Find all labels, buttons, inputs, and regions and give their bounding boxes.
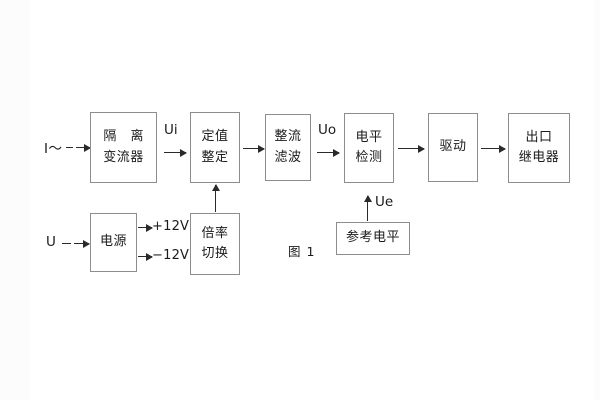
arrow-ratio-switch-to-setting: [211, 184, 220, 212]
block-level-detection: 电平 检测: [344, 113, 394, 183]
signal-ue-label: Ue: [375, 194, 394, 210]
block-rectify-filter-line1: 整流: [274, 129, 302, 145]
block-rectify-filter-line2: 滤波: [274, 149, 302, 165]
block-setting-value-line2: 整定: [201, 149, 229, 165]
block-drive: 驱动: [428, 113, 478, 182]
block-output-relay-line2: 继电器: [518, 150, 560, 165]
block-output-relay-line1: 出口: [525, 129, 553, 145]
block-drive-line1: 驱动: [439, 139, 467, 155]
block-ratio-switch: 倍率 切换: [190, 213, 240, 275]
arrow-drive-to-relay: [481, 144, 506, 153]
arrow-current-to-isolation: [76, 143, 91, 152]
signal-ui-label: Ui: [164, 122, 178, 138]
voltage-input-terminal-label: U: [46, 234, 57, 250]
signal-uo-label: Uo: [318, 122, 337, 138]
voltage-input-lead: [62, 243, 71, 244]
block-ratio-switch-line1: 倍率: [201, 225, 229, 241]
block-reference-level-line1: 参考电平: [345, 230, 400, 246]
rail-negative-label: −12V: [152, 248, 190, 263]
block-setting-value: 定值 整定: [190, 112, 240, 183]
arrow-voltage-to-power: [74, 239, 90, 248]
block-power-supply-line1: 电源: [99, 234, 127, 250]
block-isolation-transformer: 隔 离 变流器: [90, 112, 157, 183]
rail-positive-label: +12V: [152, 219, 190, 234]
block-rectify-filter: 整流 滤波: [265, 114, 311, 181]
block-power-supply: 电源: [90, 213, 137, 272]
figure-caption: 图 1: [288, 244, 316, 259]
page-edge-left: [0, 0, 30, 400]
arrow-isolation-to-setting: [164, 148, 187, 157]
arrow-setting-to-rectify: [243, 144, 265, 153]
arrow-rail-positive: [138, 223, 153, 232]
block-isolation-transformer-line2: 变流器: [103, 149, 144, 165]
block-setting-value-line1: 定值: [201, 129, 229, 145]
block-output-relay: 出口 继电器: [508, 113, 570, 183]
arrow-rectify-to-level: [317, 148, 340, 157]
arrow-reference-to-level: [363, 195, 372, 221]
current-input-lead: [66, 147, 73, 148]
block-level-detection-line2: 检测: [355, 150, 383, 165]
block-level-detection-line1: 电平: [355, 129, 383, 145]
arrow-rail-negative: [138, 252, 153, 261]
arrow-level-to-drive: [398, 144, 425, 153]
block-reference-level: 参考电平: [336, 222, 410, 255]
current-input-terminal-label: I～: [44, 141, 63, 157]
block-ratio-switch-line2: 切换: [201, 246, 229, 261]
page-edge-right: [594, 0, 600, 400]
block-isolation-transformer-line1: 隔 离: [103, 129, 149, 145]
